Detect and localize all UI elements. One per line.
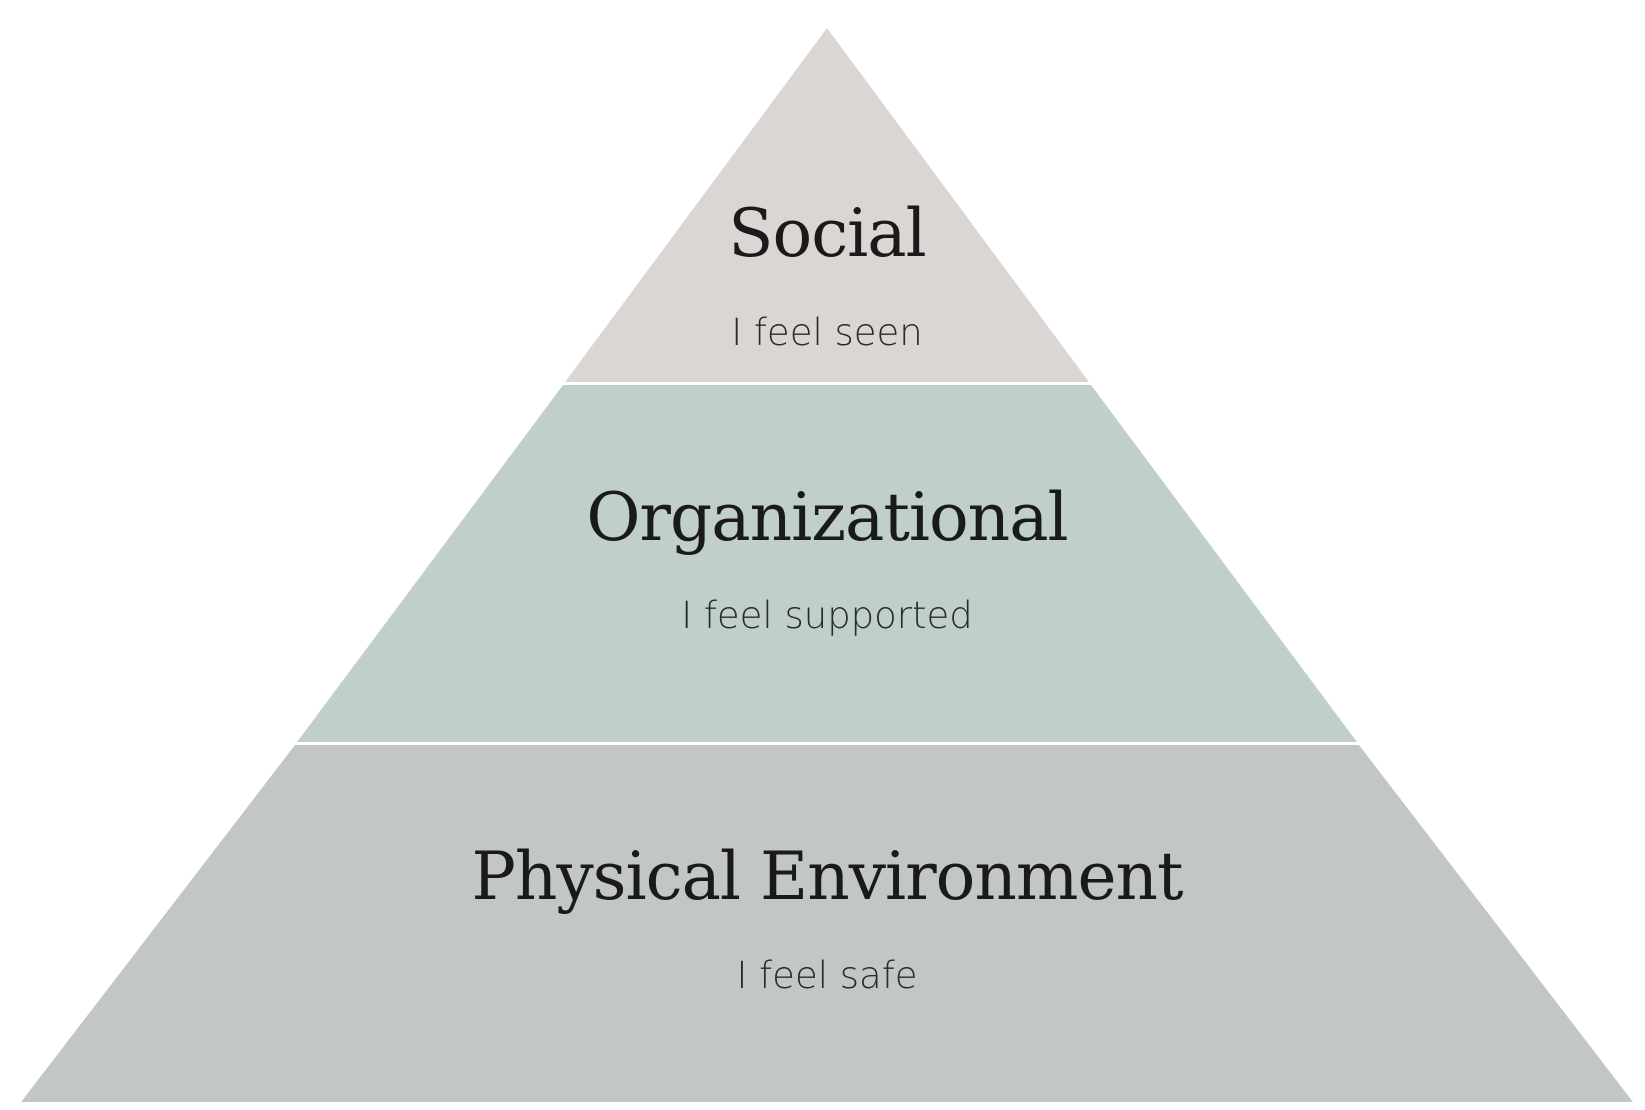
tier-social-subtitle: I feel seen [731,311,923,354]
tier-organizational-subtitle: I feel supported [681,594,973,637]
tier-physical-environment-title: Physical Environment [471,838,1183,915]
tier-physical-environment-subtitle: I feel safe [736,954,917,997]
tier-organizational-title: Organizational [586,479,1067,556]
tier-social-title: Social [728,195,925,272]
tier-social [565,28,1089,382]
tier-physical-environment [21,745,1633,1102]
tier-organizational [297,385,1357,742]
